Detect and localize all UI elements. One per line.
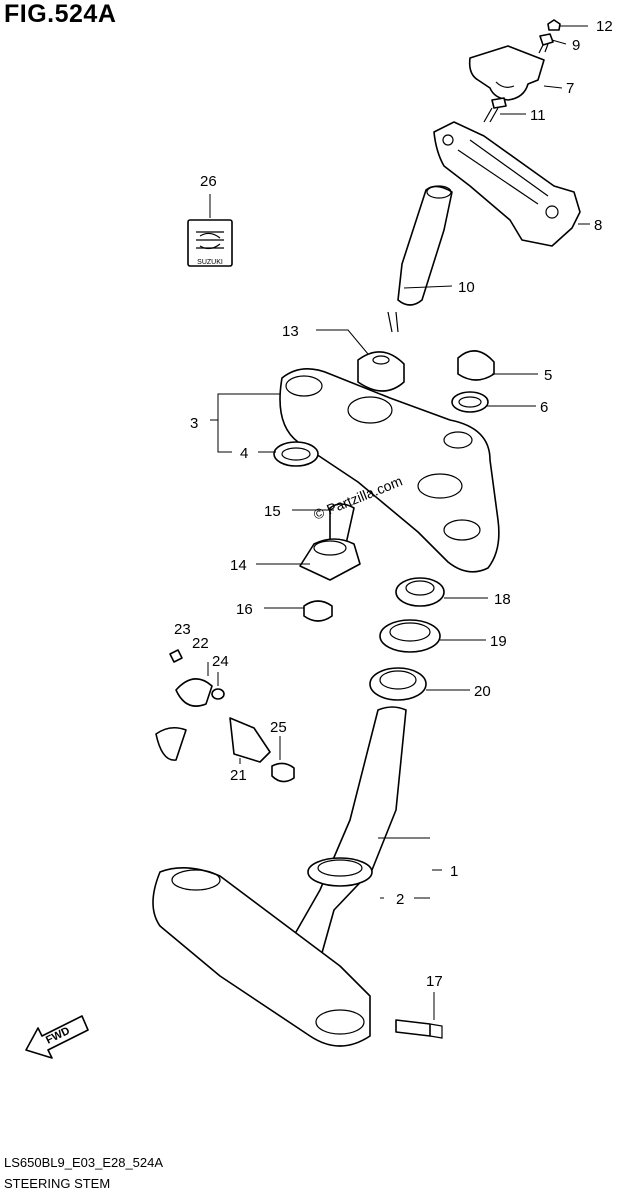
section-name: STEERING STEM (4, 1176, 111, 1191)
callout-8: 8 (594, 217, 602, 234)
leader-lines (207, 25, 590, 1020)
callout-12: 12 (596, 18, 613, 35)
callout-24: 24 (212, 653, 229, 670)
callout-11: 11 (530, 107, 546, 124)
part-16-grommet (303, 600, 333, 622)
part-11-bolt (483, 97, 507, 123)
part-9-bolt (538, 33, 554, 54)
callout-7: 7 (566, 80, 574, 97)
part-23-screw (169, 649, 183, 663)
callout-5: 5 (544, 367, 552, 384)
callout-13: 13 (282, 323, 299, 340)
part-25-cap (271, 762, 295, 783)
callout-25: 25 (270, 719, 287, 736)
part-7-holder-upper (468, 45, 545, 101)
fwd-arrow-icon: FWD (25, 1015, 89, 1059)
callout-16: 16 (236, 601, 253, 618)
callout-17: 17 (426, 973, 443, 990)
part-12-cap (547, 19, 561, 31)
callout-14: 14 (230, 557, 247, 574)
callout-19: 19 (490, 633, 507, 650)
part-6-washer (451, 391, 489, 413)
part-24-washer (211, 688, 225, 700)
emblem-text: SUZUKI (197, 259, 223, 266)
model-code: LS650BL9_E03_E28_524A (4, 1155, 164, 1170)
part-13-cap-nut (357, 351, 405, 392)
part-5-cap (457, 350, 495, 381)
callout-4: 4 (240, 445, 248, 462)
part-19-seal (379, 619, 441, 653)
part-22-key (155, 678, 213, 761)
part-20-bearing (369, 667, 427, 701)
callout-9: 9 (572, 37, 580, 54)
callout-10: 10 (458, 279, 475, 296)
callout-6: 6 (540, 399, 548, 416)
callout-1: 1 (450, 863, 458, 880)
part-15-bolt (329, 503, 355, 545)
part-26-emblem: SUZUKI (187, 219, 233, 267)
figure-title: FIG.524A (4, 0, 117, 28)
callout-20: 20 (474, 683, 491, 700)
part-8-holder-lower (433, 121, 581, 247)
part-18-nut (395, 577, 445, 607)
callout-3: 3 (190, 415, 198, 432)
callout-23: 23 (174, 621, 191, 638)
callout-15: 15 (264, 503, 281, 520)
callout-labels: 12 9 7 11 8 26 10 13 5 6 3 4 15 14 16 18… (174, 18, 613, 990)
callout-22: 22 (192, 635, 209, 652)
part-10-rod (387, 185, 453, 333)
callout-2: 2 (396, 891, 404, 908)
part-14-bushing (299, 538, 361, 581)
part-1-steering-stem (152, 706, 407, 1047)
callout-18: 18 (494, 591, 511, 608)
part-3-upper-bracket (279, 368, 500, 573)
callout-26: 26 (200, 173, 217, 190)
part-21-lock (229, 717, 271, 763)
callout-21: 21 (230, 767, 247, 784)
part-17-bolt (395, 1019, 443, 1039)
part-4-washer (273, 441, 319, 467)
